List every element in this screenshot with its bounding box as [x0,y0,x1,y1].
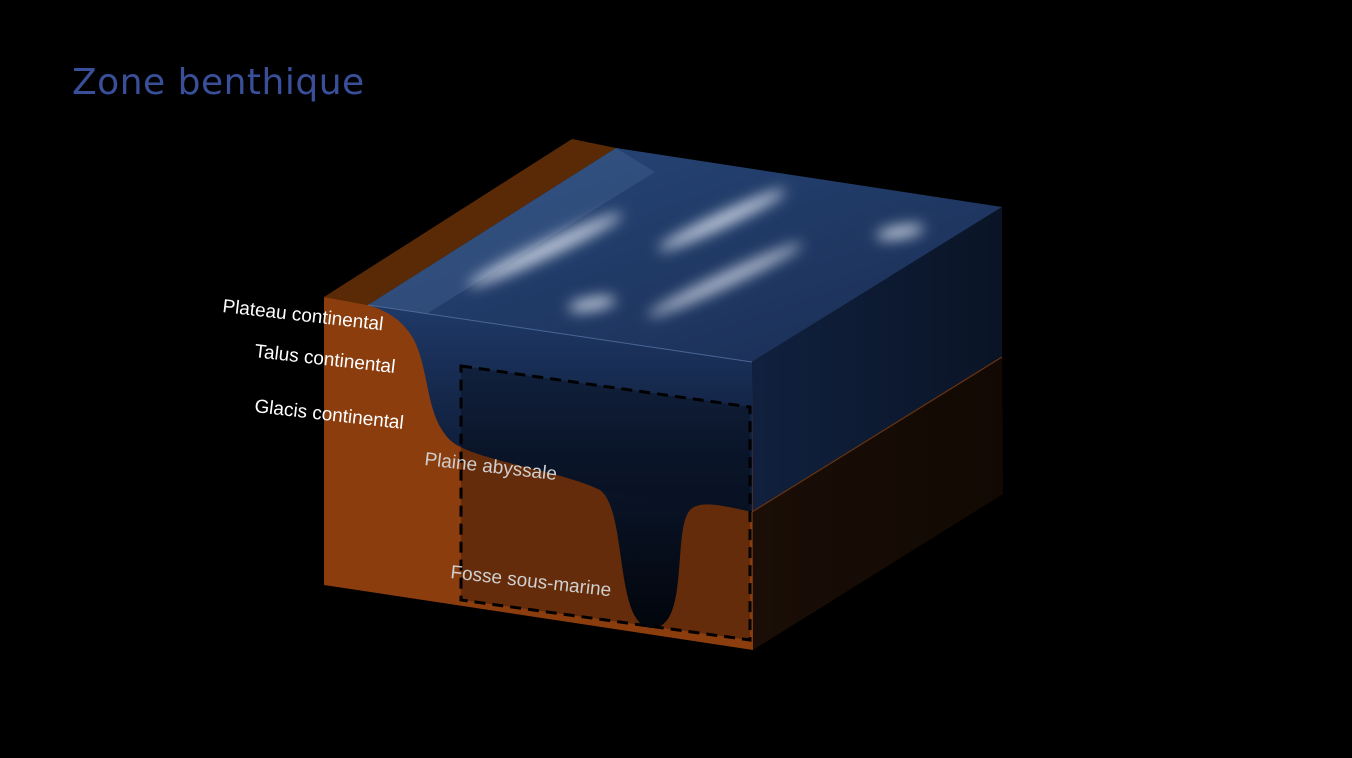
slide-title: Zone benthique [72,62,365,103]
right-face-sediment [752,357,1003,650]
sediment-top-strip [324,139,616,305]
water-surface [368,148,1002,362]
surface-reflections [467,189,924,317]
benthic-zone-dashed-outline [459,364,752,642]
right-face-water [752,207,1002,512]
